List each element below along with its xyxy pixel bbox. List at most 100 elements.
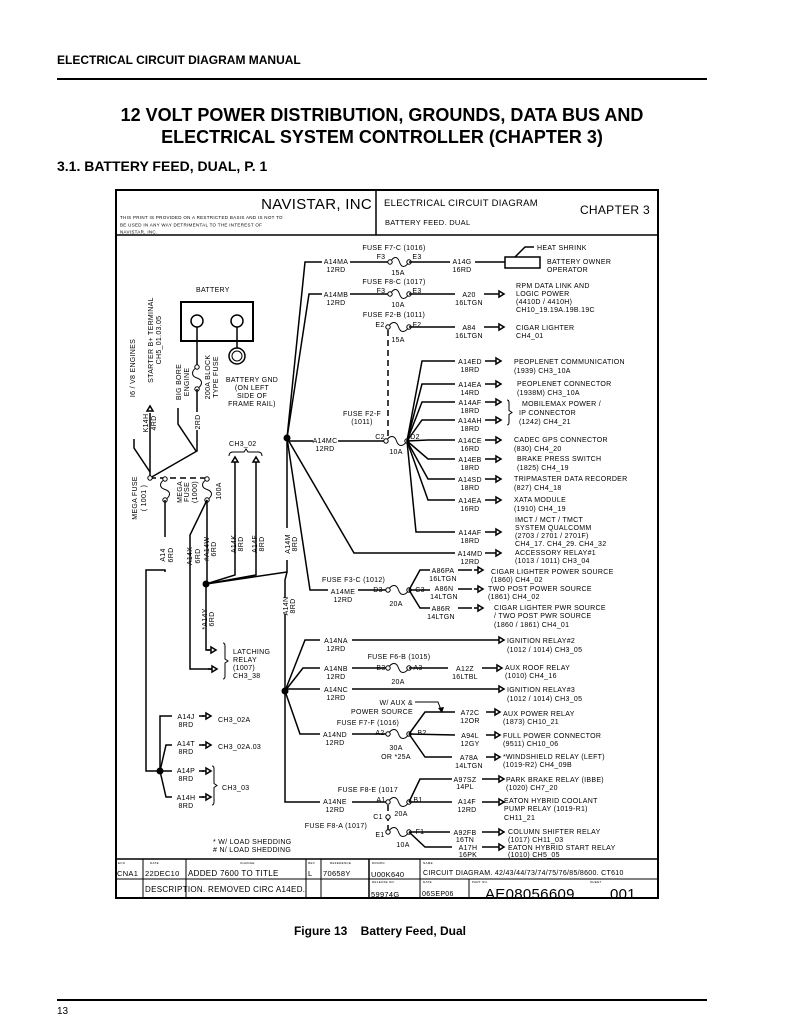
destination-label: CADEC GPS CONNECTOR: [514, 437, 608, 444]
destination-label: (1861) CH4_02: [488, 594, 540, 601]
fuse-terminal-icon: [385, 814, 391, 820]
rev-header: REV: [308, 861, 315, 865]
wire-label: 12RD: [326, 300, 345, 307]
wire-label: A14ME: [331, 589, 355, 596]
wire-label: A84: [462, 325, 475, 332]
destination-label: (1910) CH4_19: [514, 506, 566, 513]
chapter-title-line1: 12 VOLT POWER DISTRIBUTION, GROUNDS, DAT…: [120, 105, 644, 125]
wire-label: 16TN: [456, 837, 474, 844]
brace-icon: [211, 765, 218, 806]
wire: [408, 733, 452, 758]
wire-label: 18RD: [460, 367, 479, 374]
destination-label: AUX POWER RELAY: [503, 711, 575, 718]
wire-label: 8RD: [238, 537, 245, 552]
destination-label: (9511) CH10_06: [503, 741, 558, 748]
wire: [408, 711, 455, 735]
fuse-terminal: E3: [412, 254, 421, 261]
connector-arrow-icon: [498, 635, 506, 645]
fuse-terminal: C1: [373, 814, 383, 821]
wire: [205, 462, 236, 585]
reference-value: 70658Y: [323, 869, 351, 878]
fuse-terminal-icon: [385, 799, 391, 805]
wire-label: 4RD: [151, 416, 158, 431]
wire-label: 6RD: [195, 549, 202, 564]
circuit-f7c: FUSE F7-C (1016) A14MA 12RD F3 E3 15A A1…: [324, 245, 611, 277]
destination-label: TWO POST POWER SOURCE: [488, 586, 592, 593]
wire: [284, 690, 320, 735]
release-date: 06SEP06: [422, 891, 454, 898]
fuse-terminal-icon: [385, 587, 391, 593]
wire: [159, 770, 172, 798]
destination-label: PEOPLENET COMMUNICATION: [514, 359, 625, 366]
wire: [406, 440, 455, 533]
wire-label: 12RD: [325, 807, 344, 814]
wire-label: 12RD: [326, 674, 345, 681]
mega-fuse-label: ( 1001 ): [141, 485, 148, 512]
wire-label: A86R: [432, 606, 451, 613]
fuse-label: FUSE F7-C (1016): [362, 245, 425, 252]
latching-relay-label: (1007): [233, 665, 255, 672]
connector-arrow-icon: [496, 663, 504, 673]
rev-header: DATE: [423, 880, 432, 884]
connector-arrow-icon: [495, 454, 503, 464]
rev-header: ECO: [118, 861, 126, 865]
fuse-terminal: E3: [412, 288, 421, 295]
fuse-label: FUSE F2-B (1011): [363, 312, 425, 319]
wire: [408, 569, 430, 591]
wire: [406, 439, 455, 442]
destination-label: (2703 / 2701 / 2701F): [515, 533, 589, 540]
wire-label: 18RD: [460, 426, 479, 433]
fuse-label: FUSE F8-A (1017): [305, 823, 367, 830]
circuit-a14n: A14NA 12RD IGNITION RELAY#2 (1012 / 1014…: [305, 638, 616, 859]
fuse-amp: 10A: [396, 842, 409, 849]
wire: [406, 440, 455, 460]
wire-label: A94L: [461, 733, 479, 740]
wire-label: 12RD: [326, 646, 345, 653]
fuse-icon: [202, 478, 212, 501]
wire: [286, 261, 322, 439]
wire-label: 2RD: [195, 415, 202, 430]
fuse-terminal: B2: [417, 730, 426, 737]
fuse-icon: [389, 289, 410, 299]
sheet-number: 001: [610, 886, 636, 903]
rev-header: PART NO.: [472, 880, 488, 884]
destination-label: XATA MODULE: [514, 497, 566, 504]
rev-header: CHANGE: [240, 861, 255, 865]
fuse-terminal: D3: [373, 587, 383, 594]
fuse-icon: [387, 663, 410, 673]
wire-label: A72C: [461, 710, 480, 717]
wire: [286, 437, 328, 591]
fuse-icon: [160, 478, 170, 501]
fuse-terminal-icon: [385, 829, 391, 835]
connector-arrow-icon: [251, 455, 261, 463]
connector-arrow-icon: [205, 766, 213, 776]
fuse-label: FUSE F8-E (1017: [338, 787, 398, 794]
fuse-icon: [192, 366, 202, 390]
wire-label: A14MD: [458, 551, 483, 558]
wire: [205, 462, 257, 585]
destination-label: MOBILEMAX POWER /: [522, 401, 601, 408]
fuse-terminal-icon: [387, 291, 393, 297]
mega-fuse-label: FUSE: [184, 482, 191, 502]
destination-label: PUMP RELAY (1019-R1): [504, 806, 588, 813]
wire: [408, 589, 430, 609]
fuse-icon: [387, 827, 410, 837]
wire-label: A14NC: [324, 687, 348, 694]
wire: [145, 569, 166, 772]
fuse-terminal-icon: [194, 364, 200, 370]
connector-label: CH3_02: [229, 441, 256, 448]
fuse-label: FUSE F8-C (1017): [362, 279, 425, 286]
battery-ground-label: (ON LEFT: [235, 385, 270, 392]
wire-label: A14EB: [458, 457, 481, 464]
destination-label: CH4_01: [516, 333, 543, 340]
rev-header: NAME: [423, 861, 433, 865]
manual-header: ELECTRICAL CIRCUIT DIAGRAM MANUAL: [57, 53, 301, 67]
fuse-terminal: B1: [413, 797, 422, 804]
wire-label: 12RD: [315, 446, 334, 453]
destination-label: CH4_17. CH4_29. CH4_32: [515, 541, 606, 548]
destination-label: (1010) CH5_05: [508, 852, 560, 859]
release-number: 59974G: [371, 890, 400, 899]
wire-label: A17H: [459, 845, 478, 852]
destination-label: EATON HYBRID START RELAY: [508, 845, 616, 852]
fuse-terminal-icon: [383, 438, 389, 444]
